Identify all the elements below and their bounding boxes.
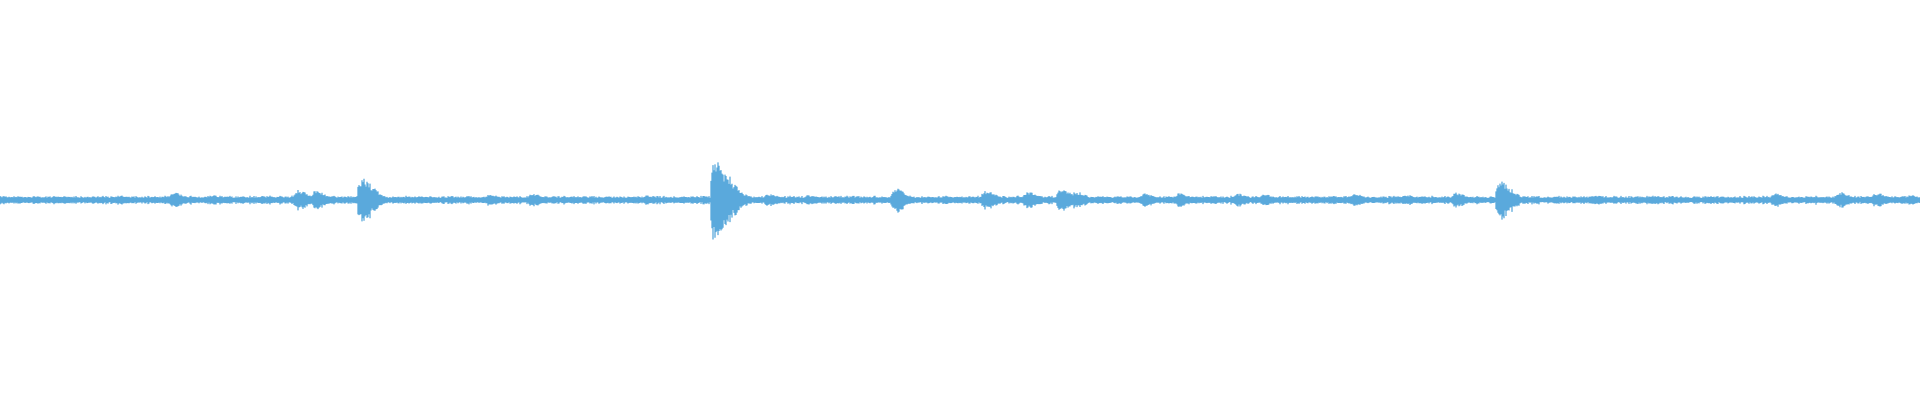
waveform-trace: [0, 162, 1920, 240]
